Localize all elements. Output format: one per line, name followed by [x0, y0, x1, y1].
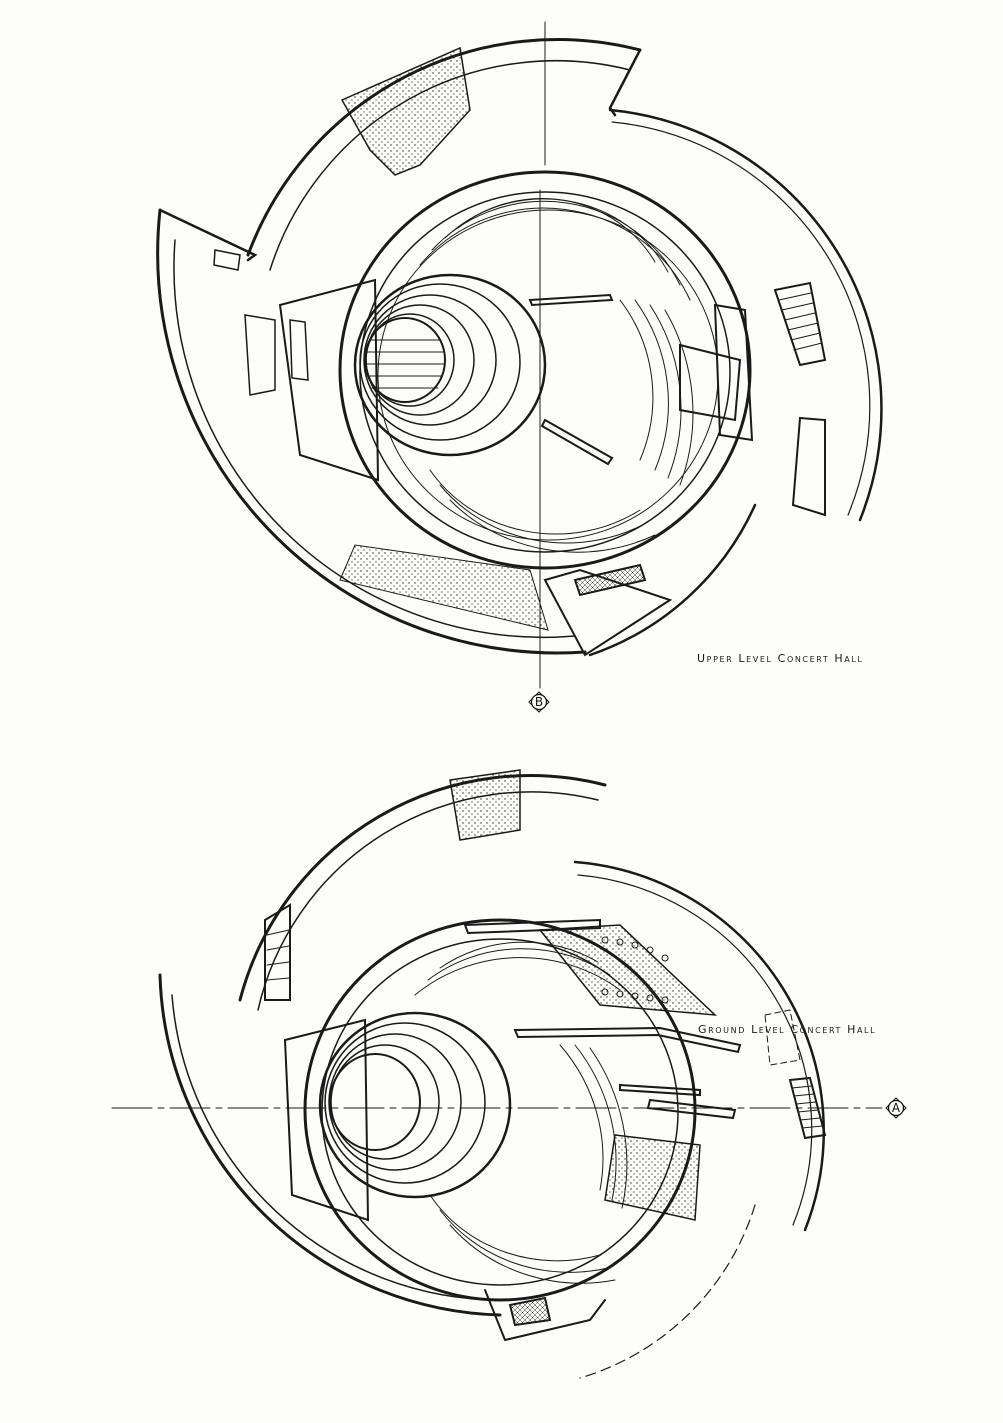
ground-level-caption: Ground Level Concert Hall: [698, 1023, 877, 1036]
west-stair: [264, 903, 291, 1001]
upper-level-caption: Upper Level Concert Hall: [697, 652, 864, 665]
east-stair: [788, 1076, 827, 1140]
cloakroom-stipple: [538, 924, 718, 1016]
toilet-block-stipple: [340, 46, 471, 176]
outer-shell-inner-arc: [171, 994, 501, 1301]
seating-rows: [419, 198, 694, 553]
stage-floor: [364, 317, 446, 403]
outer-shell-arc: [156, 208, 587, 655]
cloakroom-fixtures: [601, 936, 669, 1004]
hall-outer-ring: [303, 918, 697, 1302]
east-stair: [773, 281, 827, 367]
upper-shell-inner-arc: [257, 791, 599, 1011]
radial-walls: [283, 918, 742, 1222]
section-marker-a: A: [885, 1097, 907, 1119]
section-marker-a-icon: [885, 1097, 907, 1119]
east-shell-inner-arc: [611, 121, 871, 516]
west-rooms: [213, 249, 309, 396]
dashed-canopy-arc: [579, 1204, 756, 1379]
south-stair: [508, 1296, 552, 1327]
radial-walls: [278, 278, 826, 517]
section-marker-b-icon: [528, 691, 550, 713]
south-entry: [543, 563, 673, 657]
upper-level-plan: [156, 21, 883, 689]
north-notch-wall: [608, 48, 642, 117]
stage-rings: [353, 273, 547, 457]
south-entry-wall: [484, 1289, 606, 1342]
south-lobby-stipple: [339, 544, 549, 631]
north-stipple-wall: [449, 769, 521, 841]
section-marker-b-label: B: [534, 695, 544, 709]
hall-third-ring: [377, 209, 719, 541]
upper-shell-arc: [238, 774, 607, 1002]
hall-outer-ring: [338, 170, 752, 570]
toilet-block-stipple: [604, 1134, 701, 1221]
section-marker-a-label: A: [891, 1101, 901, 1115]
ground-level-plan: [111, 769, 883, 1379]
outer-shell-arc: [158, 973, 502, 1317]
outer-shell-inner-arc: [173, 239, 576, 639]
stage-rings: [318, 1011, 512, 1199]
southeast-shell-arc: [588, 503, 757, 657]
section-marker-b: B: [528, 691, 550, 713]
east-shell-arc: [573, 860, 825, 1232]
east-shell-inner-arc: [577, 874, 813, 1226]
east-shell-arc: [608, 108, 883, 522]
seating-rows: [414, 941, 628, 1284]
east-dashed-bay: [764, 1009, 801, 1066]
west-entry-wall: [158, 208, 258, 262]
stage-floor: [329, 1053, 421, 1151]
